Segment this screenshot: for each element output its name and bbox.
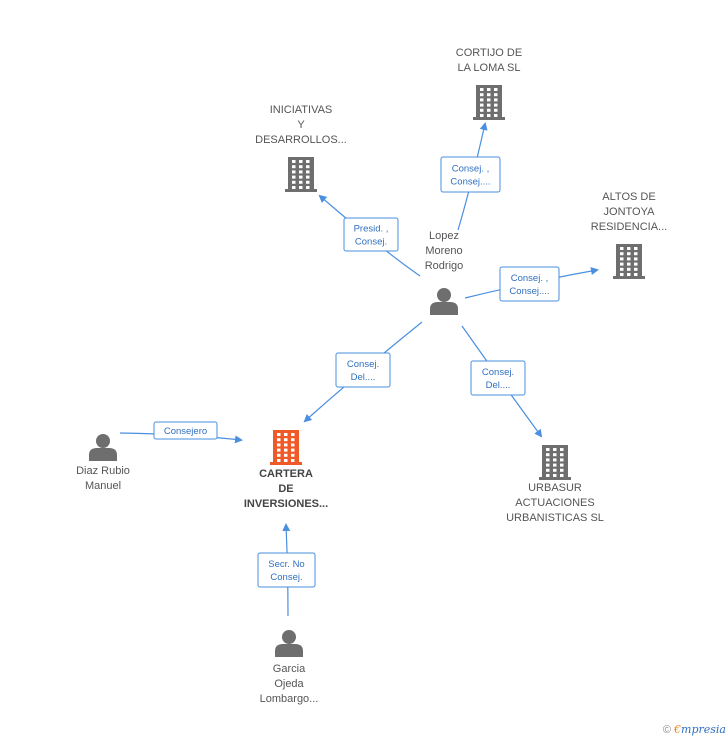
node-label: Moreno [425, 245, 462, 257]
person-icon[interactable] [430, 288, 458, 315]
node-label: ALTOS DE [602, 191, 655, 203]
node-label: Lombargo... [260, 693, 319, 705]
edge-label-box[interactable] [257, 552, 316, 588]
node-label: Diaz Rubio [76, 465, 130, 477]
node-garcia[interactable]: GarciaOjedaLombargo... [260, 630, 319, 705]
node-label: URBASUR [528, 482, 582, 494]
node-iniciativas[interactable]: INICIATIVAS Y DESARROLLOS... [255, 104, 347, 192]
edge-label-box[interactable] [499, 266, 560, 302]
edge-label-text: Secr. No [268, 559, 304, 570]
brand-logo-rest: mpresia [681, 723, 726, 736]
node-cortijo[interactable]: CORTIJO DE LA LOMA SL [456, 47, 522, 120]
building-icon[interactable] [270, 430, 302, 465]
node-label: Garcia [273, 663, 306, 675]
edge-label-text: Consej. , [511, 273, 549, 284]
edge-label-text: Consej. [482, 367, 514, 378]
node-label: Ojeda [274, 678, 304, 690]
edge-label-box[interactable] [470, 360, 526, 396]
edge-label-text: Consej.... [450, 177, 490, 188]
building-icon[interactable] [613, 244, 645, 279]
edges-layer: Consej. ,Consej....Presid. ,Consej.Conse… [119, 122, 599, 617]
node-label: Y [297, 119, 305, 131]
node-label: DESARROLLOS... [255, 134, 347, 146]
node-label: LA LOMA SL [458, 62, 521, 74]
edge-label-text: Presid. , [354, 224, 389, 235]
node-label: INICIATIVAS [270, 104, 333, 116]
edge-label-text: Consej. [347, 359, 379, 370]
edge-label-text: Consej. [355, 237, 387, 248]
person-icon[interactable] [275, 630, 303, 657]
person-icon[interactable] [89, 434, 117, 461]
edge-lopez-cartera: Consej. Del.... [303, 321, 423, 423]
building-icon[interactable] [539, 445, 571, 480]
edge-label-box[interactable] [153, 421, 218, 440]
edge-label-box[interactable] [440, 156, 501, 193]
node-altos[interactable]: ALTOS DE JONTOYA RESIDENCIA... [591, 191, 667, 279]
edge-diaz-cartera: Consejero [119, 421, 243, 444]
edge-lopez-cortijo: Consej. , Consej.... [440, 122, 501, 231]
node-label: JONTOYA [604, 206, 656, 218]
edge-garcia-cartera: Secr. No Consej. [257, 523, 316, 617]
nodes-layer: CORTIJO DE LA LOMA SL INICIATIVAS Y DESARROL… [76, 47, 667, 705]
edge-label-text: Consej. , [452, 164, 490, 175]
edge-lopez-altos: Consej. , Consej.... [464, 266, 599, 302]
node-urbasur[interactable]: URBASUR ACTUACIONES URBANISTICAS SL [506, 445, 604, 524]
node-label: URBANISTICAS SL [506, 512, 604, 524]
edge-label-text: Consej. [270, 572, 302, 583]
node-label: RESIDENCIA... [591, 221, 667, 233]
brand-logo-initial: € [674, 723, 682, 736]
node-label: Rodrigo [425, 260, 464, 272]
copyright-symbol: © [662, 724, 671, 736]
edge-label-text: Consej.... [509, 286, 549, 297]
node-label: Manuel [85, 480, 121, 492]
node-cartera[interactable]: CARTERA DE INVERSIONES... [244, 430, 328, 510]
node-label: CARTERA [259, 468, 313, 480]
node-label: DE [278, 483, 293, 495]
node-label: ACTUACIONES [515, 497, 594, 509]
node-label: CORTIJO DE [456, 47, 522, 59]
node-label: Lopez [429, 230, 459, 242]
node-label: INVERSIONES... [244, 498, 328, 510]
edge-lopez-iniciativas: Presid. , Consej. [318, 194, 421, 277]
building-icon[interactable] [285, 157, 317, 192]
building-icon[interactable] [473, 85, 505, 120]
edge-label-box[interactable] [343, 217, 399, 252]
edge-label-text: Consejero [164, 426, 207, 437]
edge-lopez-urbasur: Consej. Del.... [461, 325, 543, 438]
footer-brand: © €mpresia [663, 723, 726, 736]
edge-label-box[interactable] [335, 352, 391, 388]
edge-label-text: Del.... [486, 380, 511, 391]
edge-label-text: Del.... [351, 372, 376, 383]
